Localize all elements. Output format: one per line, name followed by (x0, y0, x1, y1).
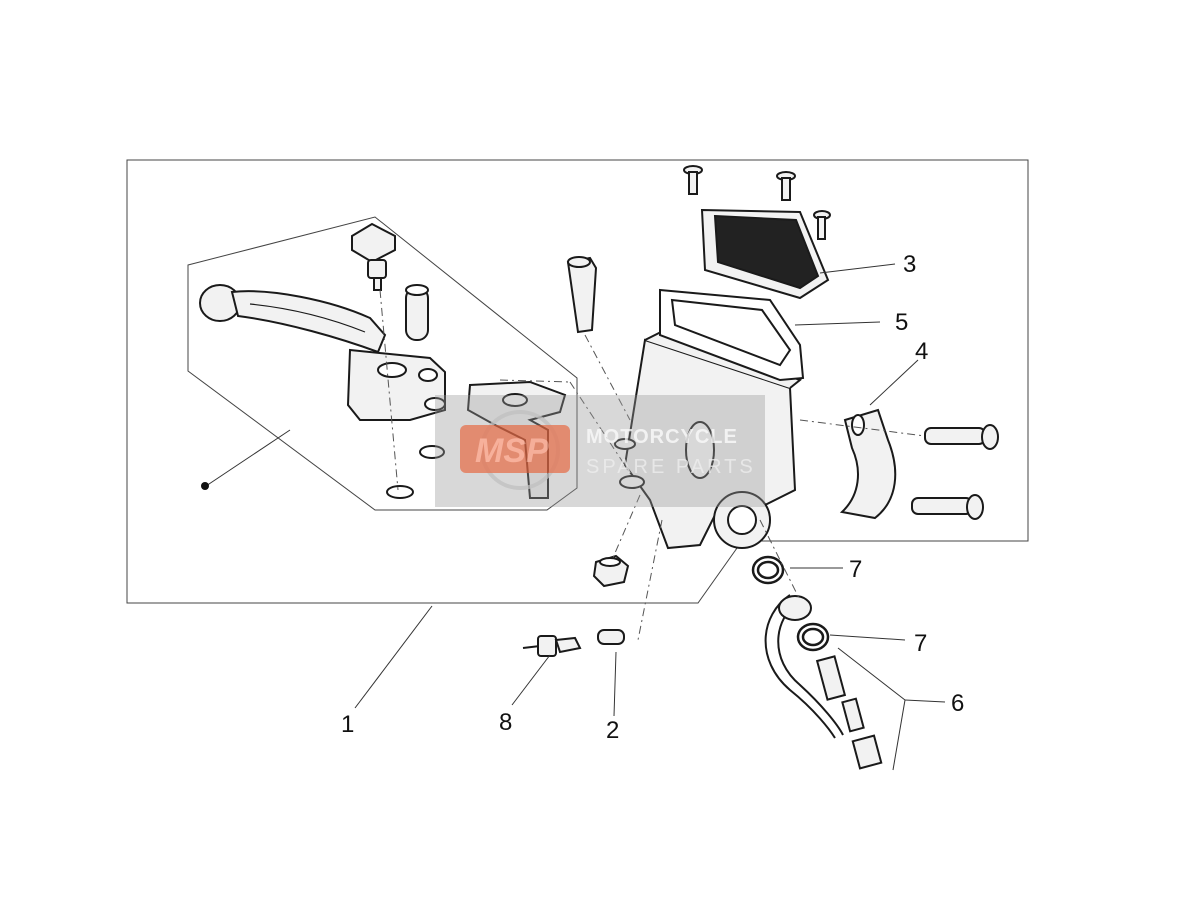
watermark-logo-text: MSP (475, 432, 549, 470)
leader-lines (354, 263, 946, 771)
callout-3: 3 (903, 251, 916, 278)
brake-hose (764, 594, 883, 770)
adjuster-knob (351, 222, 396, 291)
circlip (386, 445, 445, 499)
plug (597, 629, 625, 645)
cover-screws (683, 165, 831, 240)
assembly-dash-lines (379, 289, 926, 641)
callout-5: 5 (895, 309, 908, 336)
nut (592, 554, 630, 588)
subassembly-dot (201, 482, 209, 490)
lever-subassembly-leader (205, 429, 291, 487)
callout-7b: 7 (914, 630, 927, 657)
stop-switch (522, 635, 582, 657)
watermark-line2: SPARE PARTS (586, 456, 756, 478)
watermark: MSP MOTORCYCLE SPARE PARTS (435, 395, 765, 507)
clamp-bolts (911, 424, 999, 520)
reservoir-cover (700, 208, 830, 300)
callout-7a: 7 (849, 556, 862, 583)
callout-8: 8 (499, 709, 512, 736)
handlebar-clamp (839, 408, 897, 520)
lever-subassembly-outline (187, 216, 578, 511)
sealing-washers (751, 555, 830, 652)
watermark-logo-badge (460, 425, 570, 473)
reservoir-gasket (659, 288, 805, 382)
pivot-pin (405, 284, 429, 341)
brake-lever (199, 284, 446, 421)
callout-4: 4 (915, 338, 928, 365)
callout-6: 6 (951, 690, 964, 717)
callout-2: 2 (606, 717, 619, 744)
callout-1: 1 (341, 711, 354, 738)
watermark-line1: MOTORCYCLE (586, 426, 738, 448)
long-screw (566, 256, 598, 334)
